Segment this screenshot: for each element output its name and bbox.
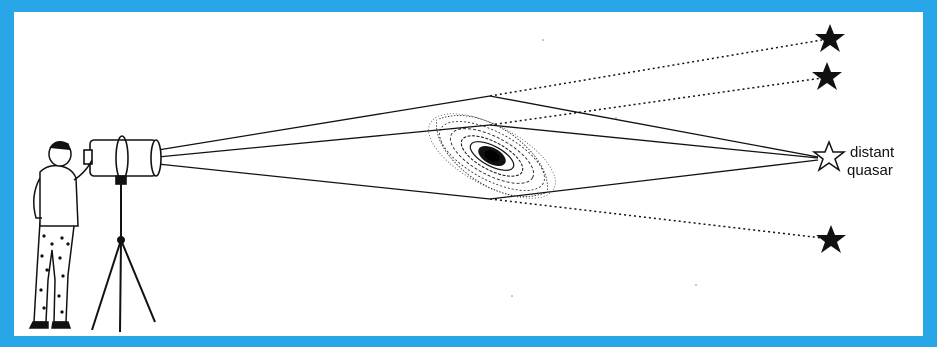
observer-figure	[30, 142, 92, 328]
telescope	[84, 136, 161, 184]
apparent-image-lines	[490, 40, 822, 238]
star-icon	[812, 24, 846, 253]
spiral-galaxy	[416, 97, 568, 216]
quasar-star-outline-icon	[814, 142, 844, 170]
quasar-label-line1: distant	[850, 144, 895, 161]
background-specks	[511, 39, 697, 297]
tripod	[92, 184, 155, 332]
quasar-label-line2: quasar	[847, 162, 893, 179]
